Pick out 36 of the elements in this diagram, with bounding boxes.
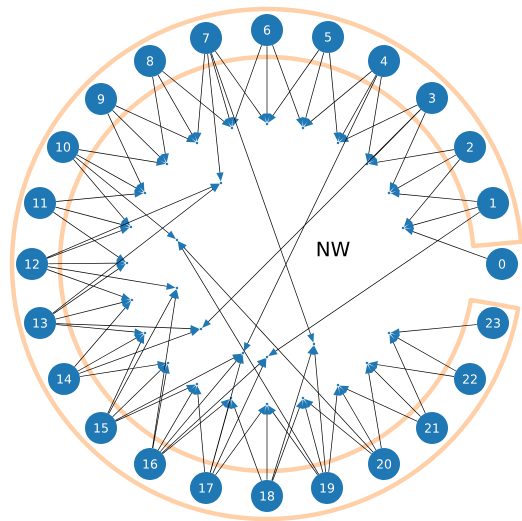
target-point <box>196 382 198 386</box>
target-point <box>242 352 244 354</box>
target-point <box>388 192 390 194</box>
arrow <box>178 241 374 452</box>
target-point <box>266 356 268 358</box>
target-point <box>302 396 304 400</box>
arrow <box>162 358 266 454</box>
target-point <box>196 142 198 144</box>
center-label: NW <box>318 242 350 256</box>
target-point <box>176 286 178 290</box>
target-point <box>366 162 368 166</box>
target-point <box>220 182 222 184</box>
target-point <box>176 238 178 242</box>
target-point <box>302 126 304 130</box>
target-point <box>336 142 340 144</box>
target-point <box>144 192 146 194</box>
target-point <box>402 226 404 230</box>
target-point <box>266 122 268 126</box>
arrow <box>202 109 421 328</box>
target-point <box>166 162 168 166</box>
arrow <box>368 364 421 417</box>
target-point <box>126 262 128 264</box>
target-point <box>366 362 368 364</box>
target-point <box>130 226 132 228</box>
arrow <box>112 364 167 418</box>
target-point <box>388 332 390 334</box>
target-point <box>336 384 340 386</box>
target-point <box>266 402 268 406</box>
target-point <box>130 298 134 302</box>
target-point <box>230 396 232 400</box>
arrow <box>112 110 166 163</box>
target-point <box>312 342 316 346</box>
target-point <box>166 362 170 364</box>
target-point <box>144 332 146 334</box>
target-point <box>230 126 234 130</box>
target-point <box>200 328 202 330</box>
